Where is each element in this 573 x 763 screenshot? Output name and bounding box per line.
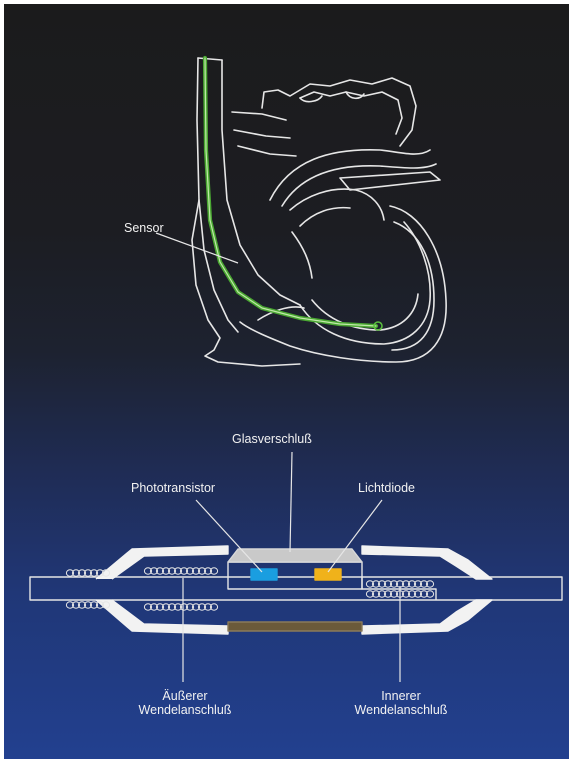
phototransistor-label: Phototransistor	[131, 481, 215, 495]
glass-cap	[228, 549, 362, 562]
glasverschluss-label: Glasverschluß	[232, 432, 312, 446]
housing-lower	[96, 600, 228, 634]
inner-chamber	[292, 232, 312, 278]
vena-cava-top	[198, 58, 222, 60]
housing-upper-right	[362, 546, 492, 579]
sensor-chamber	[228, 562, 362, 589]
pulmonary-artery-lower	[238, 146, 296, 156]
septum-lower	[300, 208, 350, 226]
ventricle-outflow-outer	[270, 150, 430, 200]
vena-cava-right-wall	[222, 60, 300, 305]
glasverschluss-pointer	[290, 452, 292, 552]
pulmonary-artery-upper	[232, 112, 286, 120]
sensor-cross-section	[30, 546, 562, 634]
outer-coil-label-line1: Äußerer	[131, 689, 239, 703]
lichtdiode-chip	[315, 569, 341, 580]
sensor-pointer-line	[156, 233, 238, 263]
left-ventricle-outer	[240, 206, 446, 362]
pulmonary-vein	[340, 172, 440, 190]
vena-cava-left-wall	[197, 58, 238, 332]
pulmonary-artery-mid	[234, 130, 290, 138]
aortic-arch-inner	[300, 92, 402, 134]
bottom-plate	[228, 622, 362, 631]
outer-coil-label-line2: Wendelanschluß	[131, 703, 239, 717]
inner-coil-label: Innerer Wendelanschluß	[331, 689, 471, 717]
sensor-label: Sensor	[124, 221, 164, 235]
right-atrium-contour	[192, 200, 300, 366]
inner-coil-label-line2: Wendelanschluß	[331, 703, 471, 717]
septum-upper	[290, 189, 384, 220]
outer-coil-lower	[66, 602, 217, 610]
phototransistor-chip	[251, 569, 277, 580]
inner-coil-label-line1: Innerer	[331, 689, 471, 703]
left-ventricle-inner	[392, 222, 434, 350]
outer-coil-upper	[66, 568, 217, 576]
aortic-arch	[262, 78, 416, 146]
outer-coil-label: Äußerer Wendelanschluß	[131, 689, 239, 717]
housing-lower-right	[362, 600, 492, 634]
lichtdiode-label: Lichtdiode	[358, 481, 415, 495]
